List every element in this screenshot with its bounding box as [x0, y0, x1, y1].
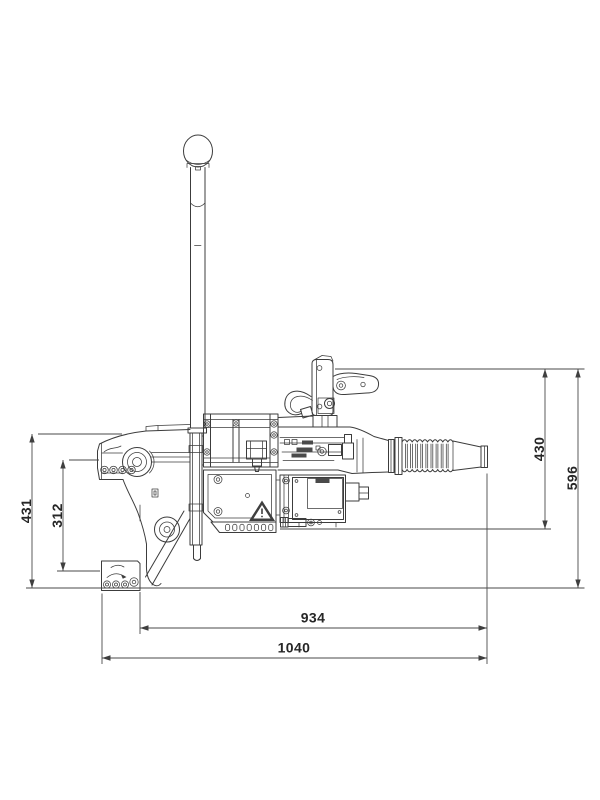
dim-label-bottom-outer: 1040: [278, 640, 311, 656]
lower-roller: [154, 516, 180, 543]
clamp-frame: [97, 424, 191, 591]
bellows-nozzle: [388, 437, 488, 475]
cable-hose: [284, 390, 314, 419]
rail-cage: [203, 413, 279, 472]
dim-934: 934: [140, 610, 487, 631]
frame-bolt-holes: [100, 465, 136, 475]
actuator-body: [277, 415, 389, 474]
dim-label-left-outer: 431: [18, 499, 34, 524]
dim-label-right-outer: 596: [564, 466, 580, 491]
extension-lines: [26, 368, 585, 664]
mounting-plate: [187, 427, 207, 546]
lever-shaft-tip: [193, 544, 201, 561]
slotted-strip: [210, 521, 277, 533]
trigger-grip: [332, 372, 380, 396]
machine-drawing: [97, 134, 488, 591]
lever-knob: [183, 134, 213, 168]
dim-label-right-inner: 430: [531, 437, 547, 462]
bellows-boot: [401, 439, 454, 443]
warning-triangle-icon: [249, 500, 275, 521]
trigger-assembly: [311, 355, 380, 428]
suspension-lever: [183, 134, 213, 561]
upper-roller: [122, 447, 155, 477]
spec-label: [296, 447, 313, 452]
dim-label-left-inner: 312: [49, 503, 65, 528]
trigger-bracket: [311, 359, 334, 416]
brand-label: [315, 478, 330, 483]
control-box: [275, 474, 369, 528]
dim-430: 430: [531, 369, 548, 529]
spec-label: [302, 440, 313, 445]
dim-label-bottom-inner: 934: [301, 610, 326, 626]
clamp-block: [246, 440, 267, 472]
dim-431: 431: [18, 433, 122, 588]
nozzle-cone: [452, 440, 488, 471]
dim-596: 596: [564, 369, 581, 588]
lever-shaft: [190, 167, 206, 429]
spec-label: [291, 453, 307, 458]
dim-312: 312: [49, 459, 100, 572]
foot-block: [101, 560, 141, 591]
dim-1040: 1040: [102, 640, 487, 661]
dimension-annotations: 431 312 430 596 934: [18, 368, 585, 664]
lower-panel: [203, 469, 277, 533]
